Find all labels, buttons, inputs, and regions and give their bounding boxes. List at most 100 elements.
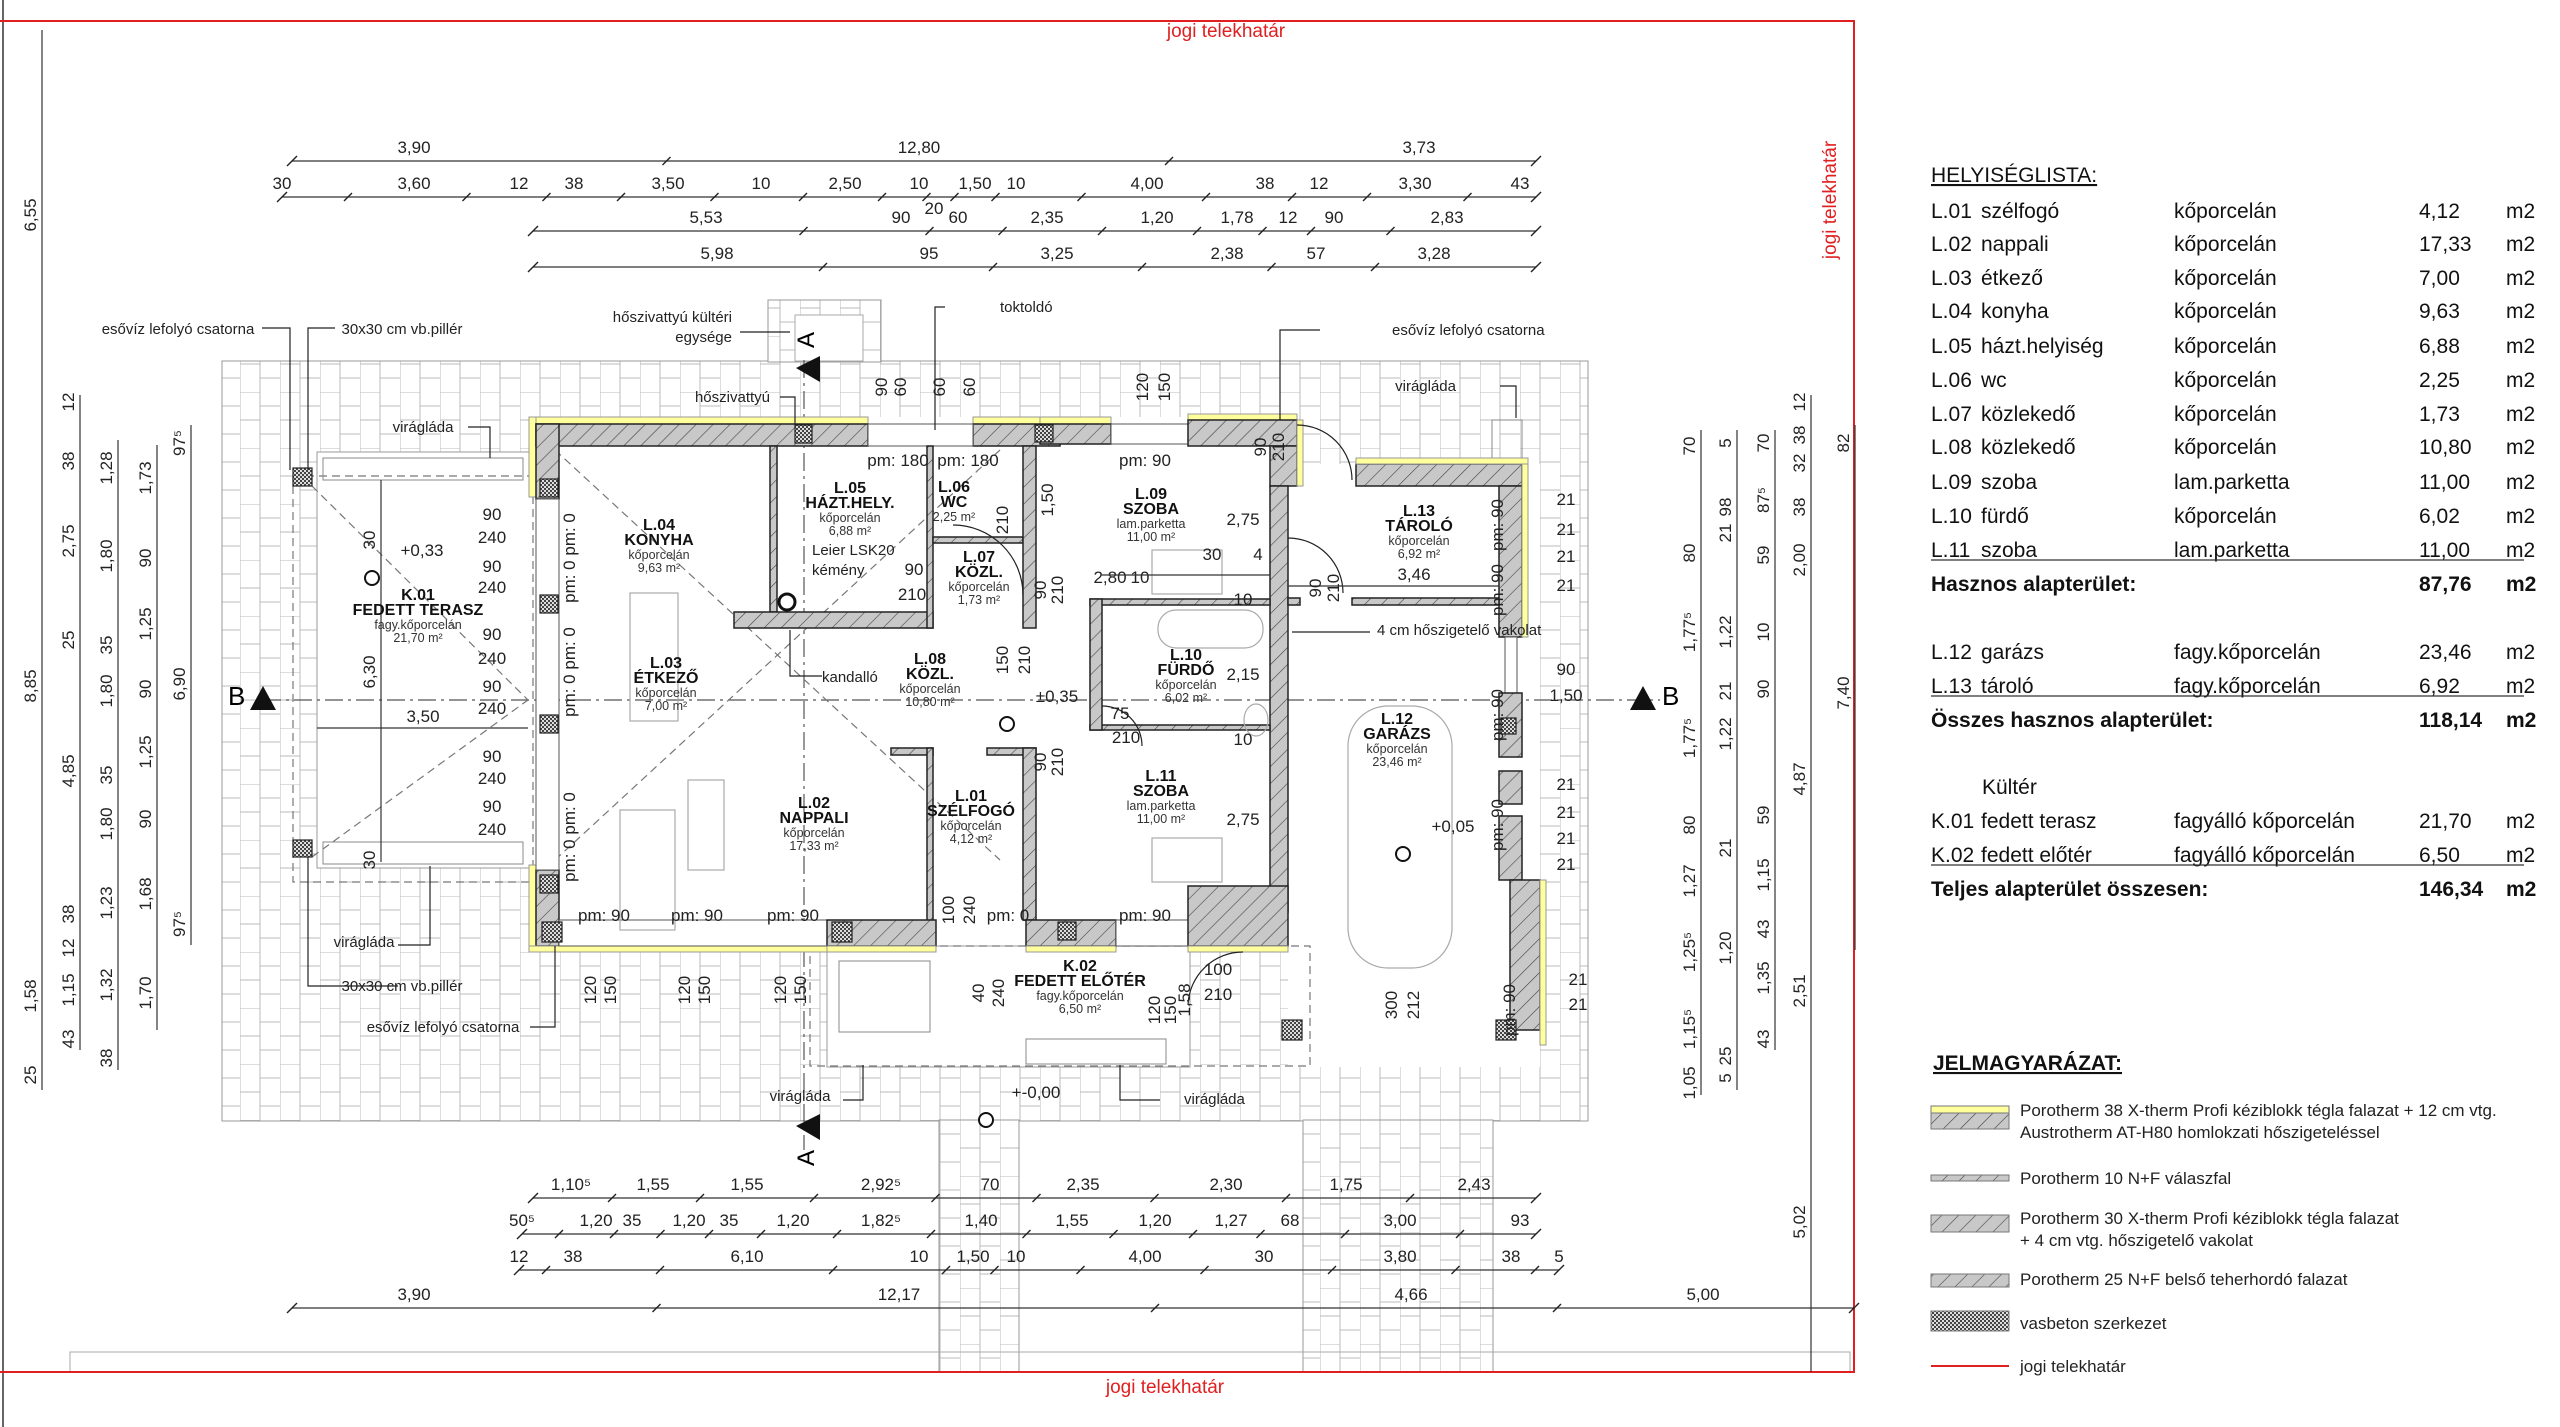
dimension-tick bbox=[662, 156, 671, 166]
opening-label: pm: 180 bbox=[867, 451, 928, 470]
room-name: szoba bbox=[1981, 471, 2037, 494]
dimension-tick bbox=[462, 192, 471, 202]
dimension-value: 1,70 bbox=[136, 976, 155, 1009]
dimension-tick bbox=[1530, 1192, 1542, 1204]
legend-swatch-25-wall bbox=[1930, 1273, 2010, 1288]
dimension-tick bbox=[607, 1193, 617, 1203]
dimension-value: 38 bbox=[1256, 174, 1275, 193]
dimension-tick bbox=[1553, 1264, 1565, 1276]
dimension-tick bbox=[988, 262, 998, 272]
room-floor: fagyálló kőporcelán bbox=[2174, 844, 2355, 867]
room-floor: fagy.kőporcelán bbox=[2174, 641, 2321, 664]
dimension-value: 90 bbox=[136, 549, 155, 568]
dimension-value: 38 bbox=[1502, 1247, 1521, 1266]
room-unit: m2 bbox=[2506, 369, 2535, 392]
outdoor-heading: Kültér bbox=[1982, 776, 2037, 799]
opening-label: pm: 90 bbox=[671, 906, 723, 925]
opening-label: 90 bbox=[483, 557, 502, 576]
dimension-tick bbox=[799, 226, 808, 236]
opening-label: 150 bbox=[791, 976, 810, 1004]
dimension-value: 21 bbox=[1716, 839, 1735, 858]
dimension-value: 1,55 bbox=[730, 1175, 763, 1194]
dimension-tick bbox=[1530, 155, 1542, 167]
interior-dimension: 30 bbox=[1203, 545, 1222, 564]
opening-label: pm: 0 pm: 0 bbox=[560, 627, 579, 717]
opening-label: 212 bbox=[1404, 991, 1423, 1019]
section-a-bottom-marker bbox=[796, 1114, 820, 1140]
dimension-value: 1,25⁵ bbox=[1680, 932, 1699, 972]
dimension-value: 3,90 bbox=[397, 1285, 430, 1304]
opening-label: pm: 90 bbox=[1488, 799, 1507, 851]
dimension-tick bbox=[828, 1265, 838, 1275]
legend-swatch-30-wall bbox=[1930, 1214, 2010, 1233]
dimension-value: 90 bbox=[892, 208, 911, 227]
dimension-value: 5,53 bbox=[689, 208, 722, 227]
legend: JELMAGYARÁZAT: Porotherm 38 X-therm Prof… bbox=[1930, 1052, 2497, 1376]
room-code: L.13 bbox=[1931, 675, 1972, 698]
room-name: WC bbox=[941, 494, 968, 511]
dimension-tick bbox=[1405, 1193, 1415, 1203]
room-name: SZOBA bbox=[1123, 501, 1179, 518]
opening-label: pm: 90 bbox=[1119, 906, 1171, 925]
dimension-value: 90 bbox=[1325, 208, 1344, 227]
dimension-value: 2,35 bbox=[1030, 208, 1063, 227]
dimension-value: 5 bbox=[1716, 1073, 1735, 1082]
opening-label: 120 bbox=[1145, 996, 1164, 1024]
dimension-value: 43 bbox=[59, 1030, 78, 1049]
dimension-value: 1,15⁵ bbox=[1680, 1009, 1699, 1049]
opening-label: 150 bbox=[695, 976, 714, 1004]
interior-dimension: 30 bbox=[360, 531, 379, 550]
room-floor: kőporcelán bbox=[899, 682, 960, 696]
room-area: 11,00 bbox=[2419, 471, 2470, 494]
room-name: FEDETT TERASZ bbox=[353, 602, 484, 619]
opening-label: 120 bbox=[771, 976, 790, 1004]
dimension-value: 2,75 bbox=[59, 524, 78, 557]
room-area: 23,46 bbox=[2419, 641, 2472, 664]
dimension-value: 1,25 bbox=[136, 607, 155, 640]
section-b-left-marker bbox=[250, 686, 276, 710]
legal-boundary: jogi telekhatár jogi telekhatár jogi tel… bbox=[0, 20, 1855, 1398]
room-id: L.02 bbox=[798, 795, 830, 812]
room-area: 7,00 m² bbox=[645, 699, 687, 713]
room-name: KÖZL. bbox=[955, 562, 1003, 581]
dimension-tick bbox=[1200, 1265, 1209, 1275]
dimension-value: 1,20 bbox=[1716, 931, 1735, 964]
room-name: nappali bbox=[1981, 233, 2049, 256]
room-id: L.10 bbox=[1170, 647, 1202, 664]
opening-label: 150 bbox=[993, 646, 1012, 674]
room-floor: kőporcelán bbox=[635, 686, 696, 700]
section-b-right-marker bbox=[1630, 686, 1656, 710]
room-unit: m2 bbox=[2506, 539, 2535, 562]
annotation-label: kémény bbox=[812, 562, 865, 579]
room-floor: kőporcelán bbox=[628, 548, 689, 562]
dimension-value: 1,05 bbox=[1680, 1066, 1699, 1099]
room-area: 9,63 bbox=[2419, 300, 2460, 323]
dimension-value: 2,50 bbox=[828, 174, 861, 193]
dimension-tick bbox=[1164, 156, 1174, 166]
interior-dimension: 1,58 bbox=[1175, 983, 1194, 1016]
dimension-value: 5,02 bbox=[1790, 1205, 1809, 1238]
legend-title: JELMAGYARÁZAT: bbox=[1933, 1052, 2122, 1075]
dimension-value: 7,40 bbox=[1834, 676, 1853, 709]
room-name: fedett előtér bbox=[1981, 844, 2092, 867]
room-unit: m2 bbox=[2506, 300, 2535, 323]
room-unit: m2 bbox=[2506, 505, 2535, 528]
dimension-value: 10 bbox=[1007, 174, 1026, 193]
room-floor: kőporcelán bbox=[2174, 335, 2277, 358]
annotation-label: virágláda bbox=[334, 934, 396, 951]
interior-dimension: 4 bbox=[1253, 545, 1262, 564]
room-name: FÜRDŐ bbox=[1158, 660, 1215, 679]
dimension-tick bbox=[1530, 225, 1542, 237]
dimension-tick bbox=[542, 192, 551, 202]
room-name: étkező bbox=[1981, 267, 2043, 290]
dimension-value: 25 bbox=[1716, 1047, 1735, 1066]
opening-label: 90 bbox=[1306, 579, 1325, 598]
dimension-tick bbox=[541, 1265, 551, 1275]
room-name: FEDETT ELŐTÉR bbox=[1014, 971, 1146, 990]
dimension-value: 4,87 bbox=[1790, 762, 1809, 795]
room-area: 6,50 bbox=[2419, 844, 2460, 867]
dimension-value: 1,50 bbox=[956, 1247, 989, 1266]
